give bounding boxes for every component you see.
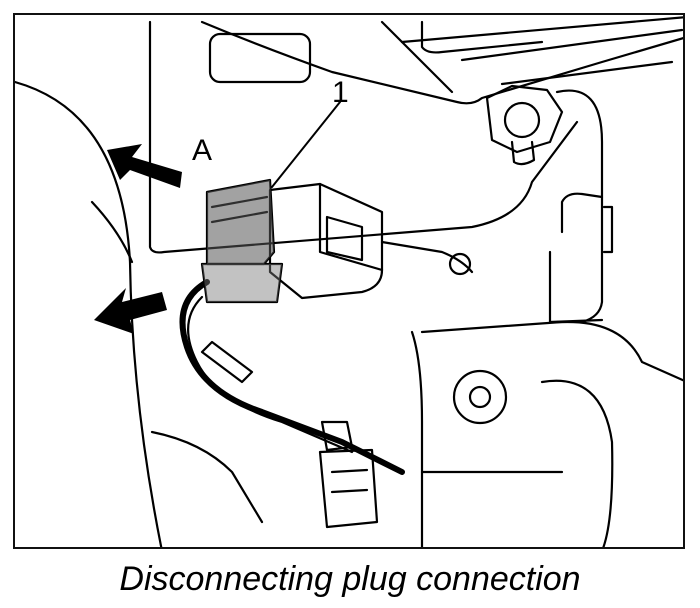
technical-drawing: 1 A xyxy=(15,16,683,547)
bracket-pin xyxy=(602,205,614,254)
cable-clip xyxy=(320,420,354,452)
upper-housing-top xyxy=(200,20,683,105)
housing-rib-2 xyxy=(460,28,683,62)
housing-rib-3 xyxy=(500,60,674,86)
frame-bolt-center xyxy=(468,385,492,409)
connector-body xyxy=(268,182,384,300)
lower-frame-outline xyxy=(410,330,424,547)
diagram-frame: 1 A xyxy=(13,13,685,549)
bracket-outline xyxy=(555,89,604,324)
housing-slot xyxy=(208,32,312,84)
plug-shading xyxy=(207,180,274,264)
arrow-lower-left-icon xyxy=(94,288,167,334)
lower-connector xyxy=(318,448,379,529)
lower-frame-top xyxy=(420,320,683,382)
lower-connector-rib xyxy=(330,468,369,474)
harness-shading xyxy=(202,264,282,302)
cable-harness xyxy=(179,279,405,475)
upper-housing-outline xyxy=(148,20,579,254)
bracket-tab xyxy=(548,250,604,324)
body-panel-inner xyxy=(90,200,134,264)
bolt-stem xyxy=(510,140,536,166)
connector-detail xyxy=(325,215,364,262)
body-panel-outline xyxy=(15,80,163,547)
callout-part-number: 1 xyxy=(332,76,349,109)
frame-bolt-ring xyxy=(452,369,508,425)
frame-curve xyxy=(540,379,614,547)
bottom-detail xyxy=(150,430,264,524)
mount-screw xyxy=(448,252,472,276)
housing-edge-line xyxy=(380,20,454,94)
callout-leader-1 xyxy=(271,101,341,188)
housing-slot-top xyxy=(420,20,544,54)
lower-connector-rib xyxy=(330,488,369,494)
bracket-clip xyxy=(560,192,604,234)
housing-rib-1 xyxy=(400,16,683,44)
callout-direction: A xyxy=(192,134,212,167)
hex-nut-outline xyxy=(485,84,564,154)
figure-caption: Disconnecting plug connection xyxy=(119,560,581,598)
bolt-head xyxy=(503,101,541,139)
arrow-upper-left-icon xyxy=(107,144,182,188)
connector-mount xyxy=(380,240,474,274)
cable-tape xyxy=(200,340,254,384)
cable-harness-outer xyxy=(187,295,354,454)
connector-latch xyxy=(318,182,384,272)
